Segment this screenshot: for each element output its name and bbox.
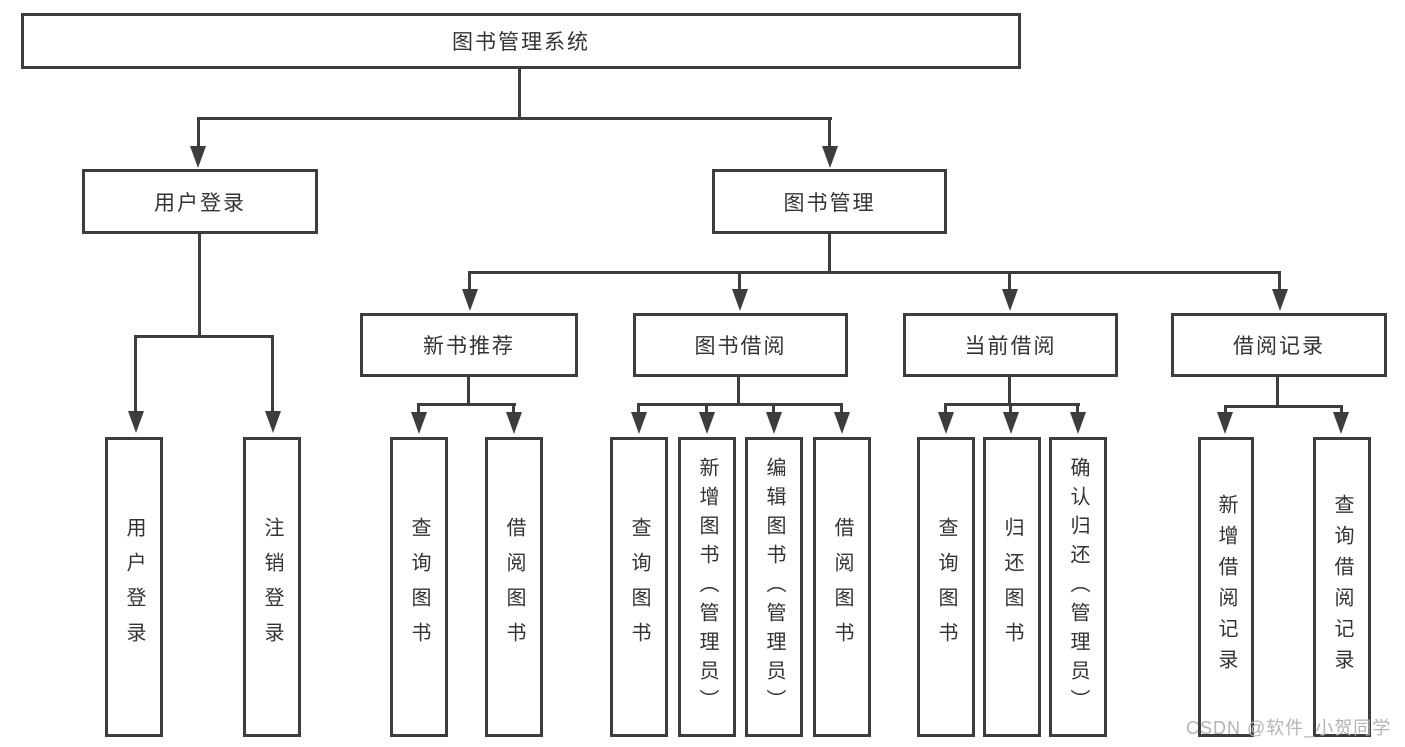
- arrowhead-down-icon: [822, 146, 838, 168]
- conn-drop-current-borrowing: [1008, 271, 1011, 290]
- leaf-label: 注销登录: [261, 517, 283, 657]
- conn-new-book-drop-1: [417, 403, 420, 414]
- arrowhead-down-icon: [1003, 412, 1019, 434]
- node-borrowing-records: 借阅记录: [1171, 313, 1387, 377]
- leaf-user-login: 用户登录: [105, 437, 163, 737]
- conn-root-drop-book-management: [828, 117, 831, 147]
- conn-book-borrowing-drop-4: [840, 403, 843, 414]
- node-new-book-recommendation: 新书推荐: [360, 313, 578, 377]
- leaf-borrow-books-borrowing: 借阅图书: [813, 437, 871, 737]
- leaf-label: 借阅图书: [831, 517, 853, 657]
- conn-current-borrowing-drop-3: [1076, 403, 1079, 414]
- conn-book-borrowing-bar: [637, 403, 843, 406]
- arrowhead-down-icon: [1217, 412, 1233, 434]
- leaf-edit-books-admin: 编辑图书（管理员）: [745, 437, 803, 737]
- arrowhead-down-icon: [1333, 412, 1349, 434]
- leaf-add-borrow-record: 新增借阅记录: [1198, 437, 1254, 737]
- conn-current-borrowing-bar: [944, 403, 1080, 406]
- arrowhead-down-icon: [1070, 412, 1086, 434]
- node-label: 新书推荐: [423, 335, 515, 358]
- node-book-borrowing: 图书借阅: [633, 313, 848, 377]
- conn-borrowing-records-drop-2: [1340, 405, 1343, 414]
- arrowhead-down-icon: [699, 412, 715, 434]
- leaf-label: 查询图书: [935, 517, 957, 657]
- conn-borrowing-records-stem: [1276, 377, 1279, 408]
- conn-current-borrowing-drop-1: [944, 403, 947, 414]
- conn-root-drop-user-login: [197, 117, 200, 147]
- conn-drop-borrowing-records: [1278, 271, 1281, 290]
- arrowhead-down-icon: [766, 412, 782, 434]
- leaf-label: 编辑图书（管理员）: [763, 456, 785, 718]
- leaf-label: 归还图书: [1001, 517, 1023, 657]
- node-label: 借阅记录: [1233, 335, 1325, 358]
- leaf-query-borrow-record: 查询借阅记录: [1313, 437, 1371, 737]
- conn-drop-new-book-recommendation: [468, 271, 471, 290]
- leaf-return-books: 归还图书: [983, 437, 1041, 737]
- conn-user-login-stem: [198, 234, 201, 338]
- conn-borrowing-records-bar: [1224, 405, 1343, 408]
- node-book-management: 图书管理: [712, 169, 947, 234]
- node-current-borrowing: 当前借阅: [903, 313, 1118, 377]
- leaf-confirm-return-admin: 确认归还（管理员）: [1049, 437, 1107, 737]
- leaf-label: 借阅图书: [503, 517, 525, 657]
- leaf-label: 查询图书: [408, 517, 430, 657]
- conn-user-login-drop-1: [134, 335, 137, 412]
- leaf-label: 新增图书（管理员）: [696, 456, 718, 718]
- arrowhead-down-icon: [732, 289, 748, 311]
- node-label: 图书借阅: [694, 335, 787, 358]
- leaf-query-books-recommend: 查询图书: [390, 437, 448, 737]
- arrowhead-down-icon: [411, 412, 427, 434]
- conn-book-management-bar: [468, 271, 1281, 274]
- leaf-logout: 注销登录: [243, 437, 301, 737]
- leaf-label: 新增借阅记录: [1215, 494, 1237, 680]
- node-user-login: 用户登录: [82, 169, 318, 234]
- arrowhead-down-icon: [938, 412, 954, 434]
- leaf-query-books-current: 查询图书: [917, 437, 975, 737]
- conn-book-borrowing-drop-3: [772, 403, 775, 414]
- conn-root-stem: [518, 69, 521, 117]
- conn-current-borrowing-drop-2: [1009, 403, 1012, 414]
- conn-borrowing-records-drop-1: [1224, 405, 1227, 414]
- arrowhead-down-icon: [462, 289, 478, 311]
- arrowhead-down-icon: [190, 146, 206, 168]
- node-label: 当前借阅: [964, 335, 1057, 358]
- conn-current-borrowing-stem: [1008, 377, 1011, 406]
- conn-book-borrowing-drop-1: [637, 403, 640, 414]
- conn-book-borrowing-stem: [737, 377, 740, 406]
- arrowhead-down-icon: [834, 412, 850, 434]
- arrowhead-down-icon: [631, 412, 647, 434]
- leaf-label: 查询图书: [628, 517, 650, 657]
- node-label: 图书管理: [783, 191, 876, 215]
- leaf-label: 用户登录: [123, 517, 145, 657]
- node-label: 图书管理系统: [452, 31, 590, 54]
- conn-user-login-bar: [134, 335, 274, 338]
- leaf-query-books-borrowing: 查询图书: [610, 437, 668, 737]
- arrowhead-down-icon: [506, 412, 522, 434]
- leaf-borrow-books-recommend: 借阅图书: [485, 437, 543, 737]
- leaf-label: 确认归还（管理员）: [1067, 456, 1089, 718]
- node-label: 用户登录: [154, 191, 246, 215]
- conn-book-management-stem: [828, 234, 831, 274]
- leaf-label: 查询借阅记录: [1331, 494, 1353, 680]
- node-library-management-system: 图书管理系统: [21, 13, 1021, 69]
- arrowhead-down-icon: [128, 411, 144, 433]
- leaf-add-books-admin: 新增图书（管理员）: [678, 437, 736, 737]
- conn-book-borrowing-drop-2: [705, 403, 708, 414]
- conn-root-bar: [197, 117, 832, 120]
- conn-new-book-drop-2: [512, 403, 515, 414]
- conn-new-book-bar: [417, 403, 516, 406]
- arrowhead-down-icon: [265, 411, 281, 433]
- arrowhead-down-icon: [1272, 289, 1288, 311]
- conn-new-book-stem: [467, 377, 470, 406]
- arrowhead-down-icon: [1002, 289, 1018, 311]
- conn-drop-book-borrowing: [738, 271, 741, 290]
- watermark: CSDN @软件_小贺同学: [1186, 718, 1392, 738]
- conn-user-login-drop-2: [271, 335, 274, 412]
